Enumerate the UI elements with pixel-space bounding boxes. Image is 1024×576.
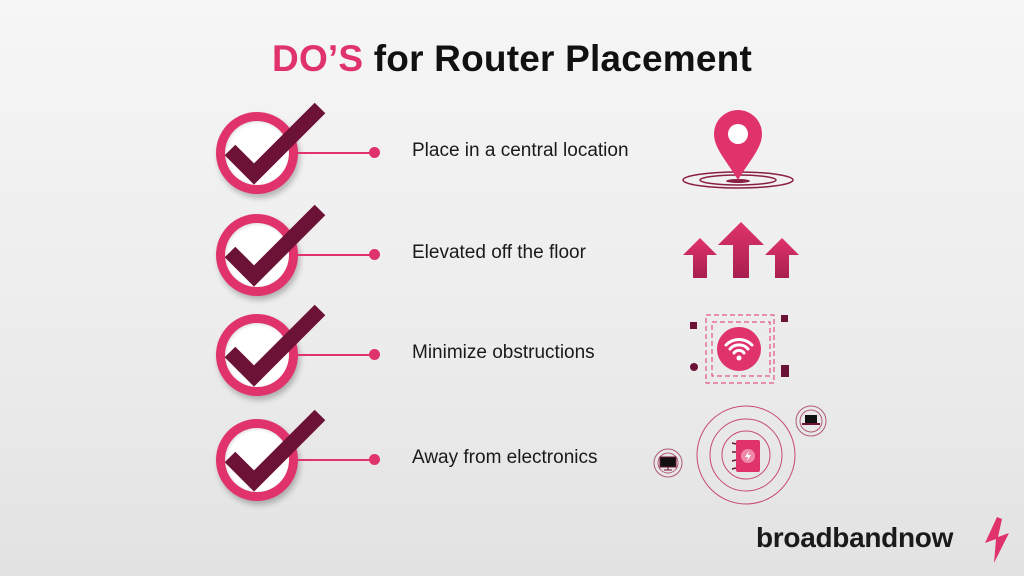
list-item: Minimize obstructions — [0, 300, 1024, 400]
connector-dot — [369, 147, 380, 158]
list-item: Away from electronics — [0, 405, 1024, 505]
item-label: Minimize obstructions — [412, 342, 595, 363]
title-accent: DO’S — [272, 38, 364, 79]
location-pin-icon — [682, 110, 794, 189]
brand-logo: broadbandnow — [756, 522, 953, 554]
logo-text: broadband — [756, 522, 898, 553]
checkmark-icon — [216, 304, 326, 396]
connector-dot — [369, 249, 380, 260]
title-rest: for Router Placement — [363, 38, 752, 79]
router-electronics-icon — [653, 405, 827, 505]
checkmark-icon — [216, 409, 326, 501]
list-item: Elevated off the floor — [0, 200, 1024, 300]
list-item: Place in a central location — [0, 98, 1024, 198]
wifi-obstruction-icon — [690, 314, 789, 384]
connector-line — [296, 354, 374, 356]
connector-line — [296, 152, 374, 154]
page-title: DO’S for Router Placement — [0, 38, 1024, 80]
logo-text-bold: now — [897, 522, 954, 553]
item-label: Elevated off the floor — [412, 242, 586, 263]
connector-line — [296, 459, 374, 461]
checkmark-icon — [216, 204, 326, 296]
lightning-bolt-icon — [985, 517, 1009, 563]
up-arrows-icon — [683, 222, 799, 278]
connector-dot — [369, 349, 380, 360]
connector-dot — [369, 454, 380, 465]
item-label: Place in a central location — [412, 140, 629, 161]
checkmark-icon — [216, 102, 326, 194]
item-label: Away from electronics — [412, 447, 598, 468]
connector-line — [296, 254, 374, 256]
